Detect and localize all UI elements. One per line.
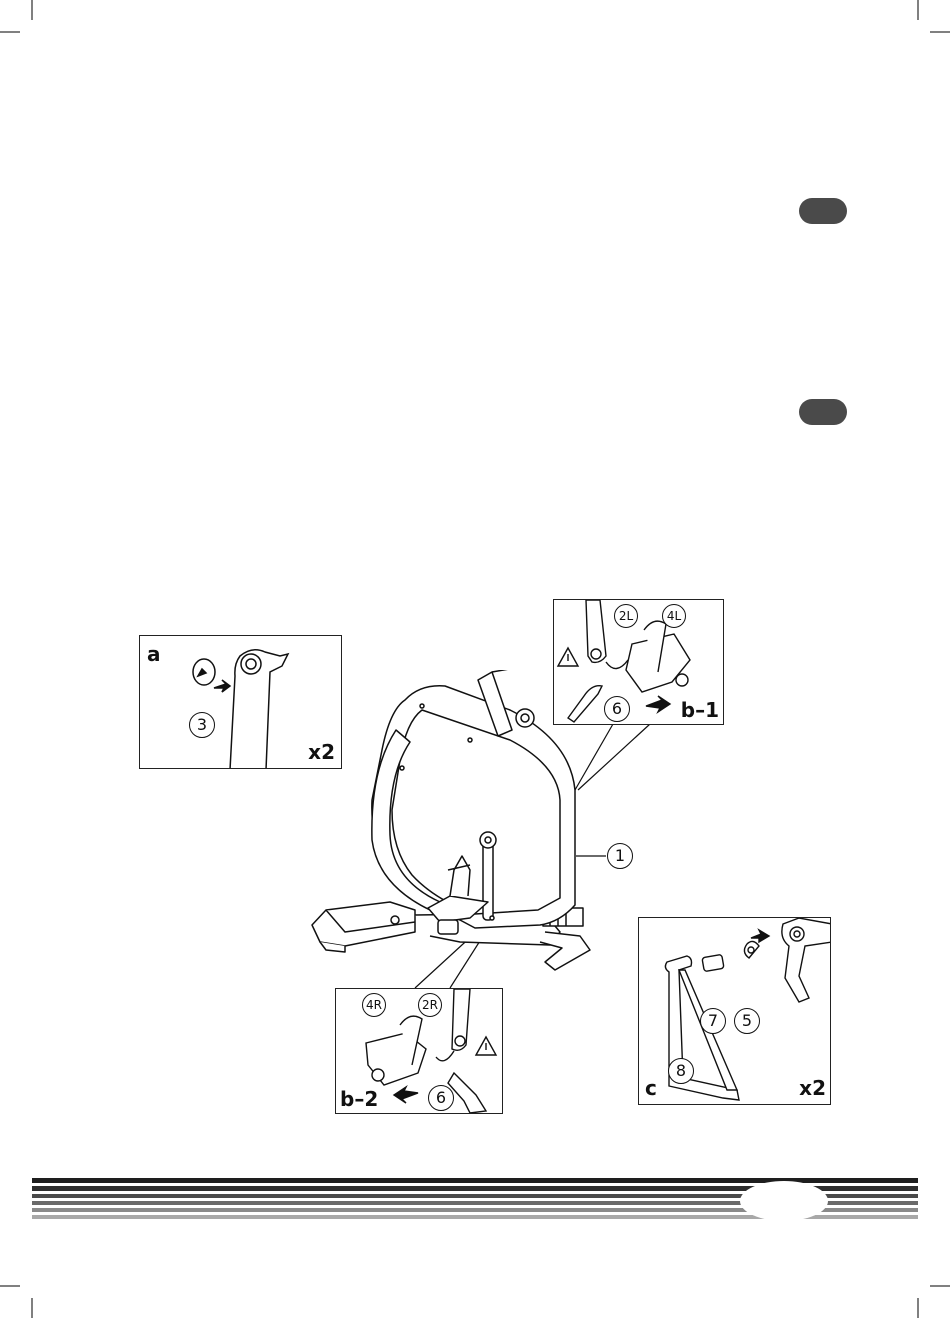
panel-a: a x2 3 xyxy=(139,635,342,769)
page-number-oval xyxy=(740,1181,828,1221)
panel-c-quantity: x2 xyxy=(799,1078,826,1098)
callout-part-1: 1 xyxy=(607,843,633,869)
callout-part-7: 7 xyxy=(700,1008,726,1034)
callout-part-6b: 6 xyxy=(428,1085,454,1111)
panel-b1: 2L 4L 6 b–1 xyxy=(553,599,724,725)
panel-c-label: c xyxy=(645,1078,657,1098)
callout-part-2L: 2L xyxy=(614,604,638,628)
callout-part-4L: 4L xyxy=(662,604,686,628)
panel-b2: 4R 2R 6 b–2 xyxy=(335,988,503,1114)
panel-b1-label: b–1 xyxy=(681,700,719,720)
footer-stripes xyxy=(0,1170,950,1230)
callout-part-2R: 2R xyxy=(418,993,442,1017)
panel-a-label: a xyxy=(147,644,161,664)
panel-a-quantity: x2 xyxy=(308,742,335,762)
language-tab-1 xyxy=(799,198,847,224)
callout-part-3: 3 xyxy=(189,712,215,738)
callout-part-8: 8 xyxy=(668,1058,694,1084)
panel-c: 7 5 8 c x2 xyxy=(638,917,831,1105)
callout-part-5: 5 xyxy=(734,1008,760,1034)
callout-part-4R: 4R xyxy=(362,993,386,1017)
panel-b2-label: b–2 xyxy=(340,1089,378,1109)
callout-part-6: 6 xyxy=(604,696,630,722)
language-tab-2 xyxy=(799,399,847,425)
